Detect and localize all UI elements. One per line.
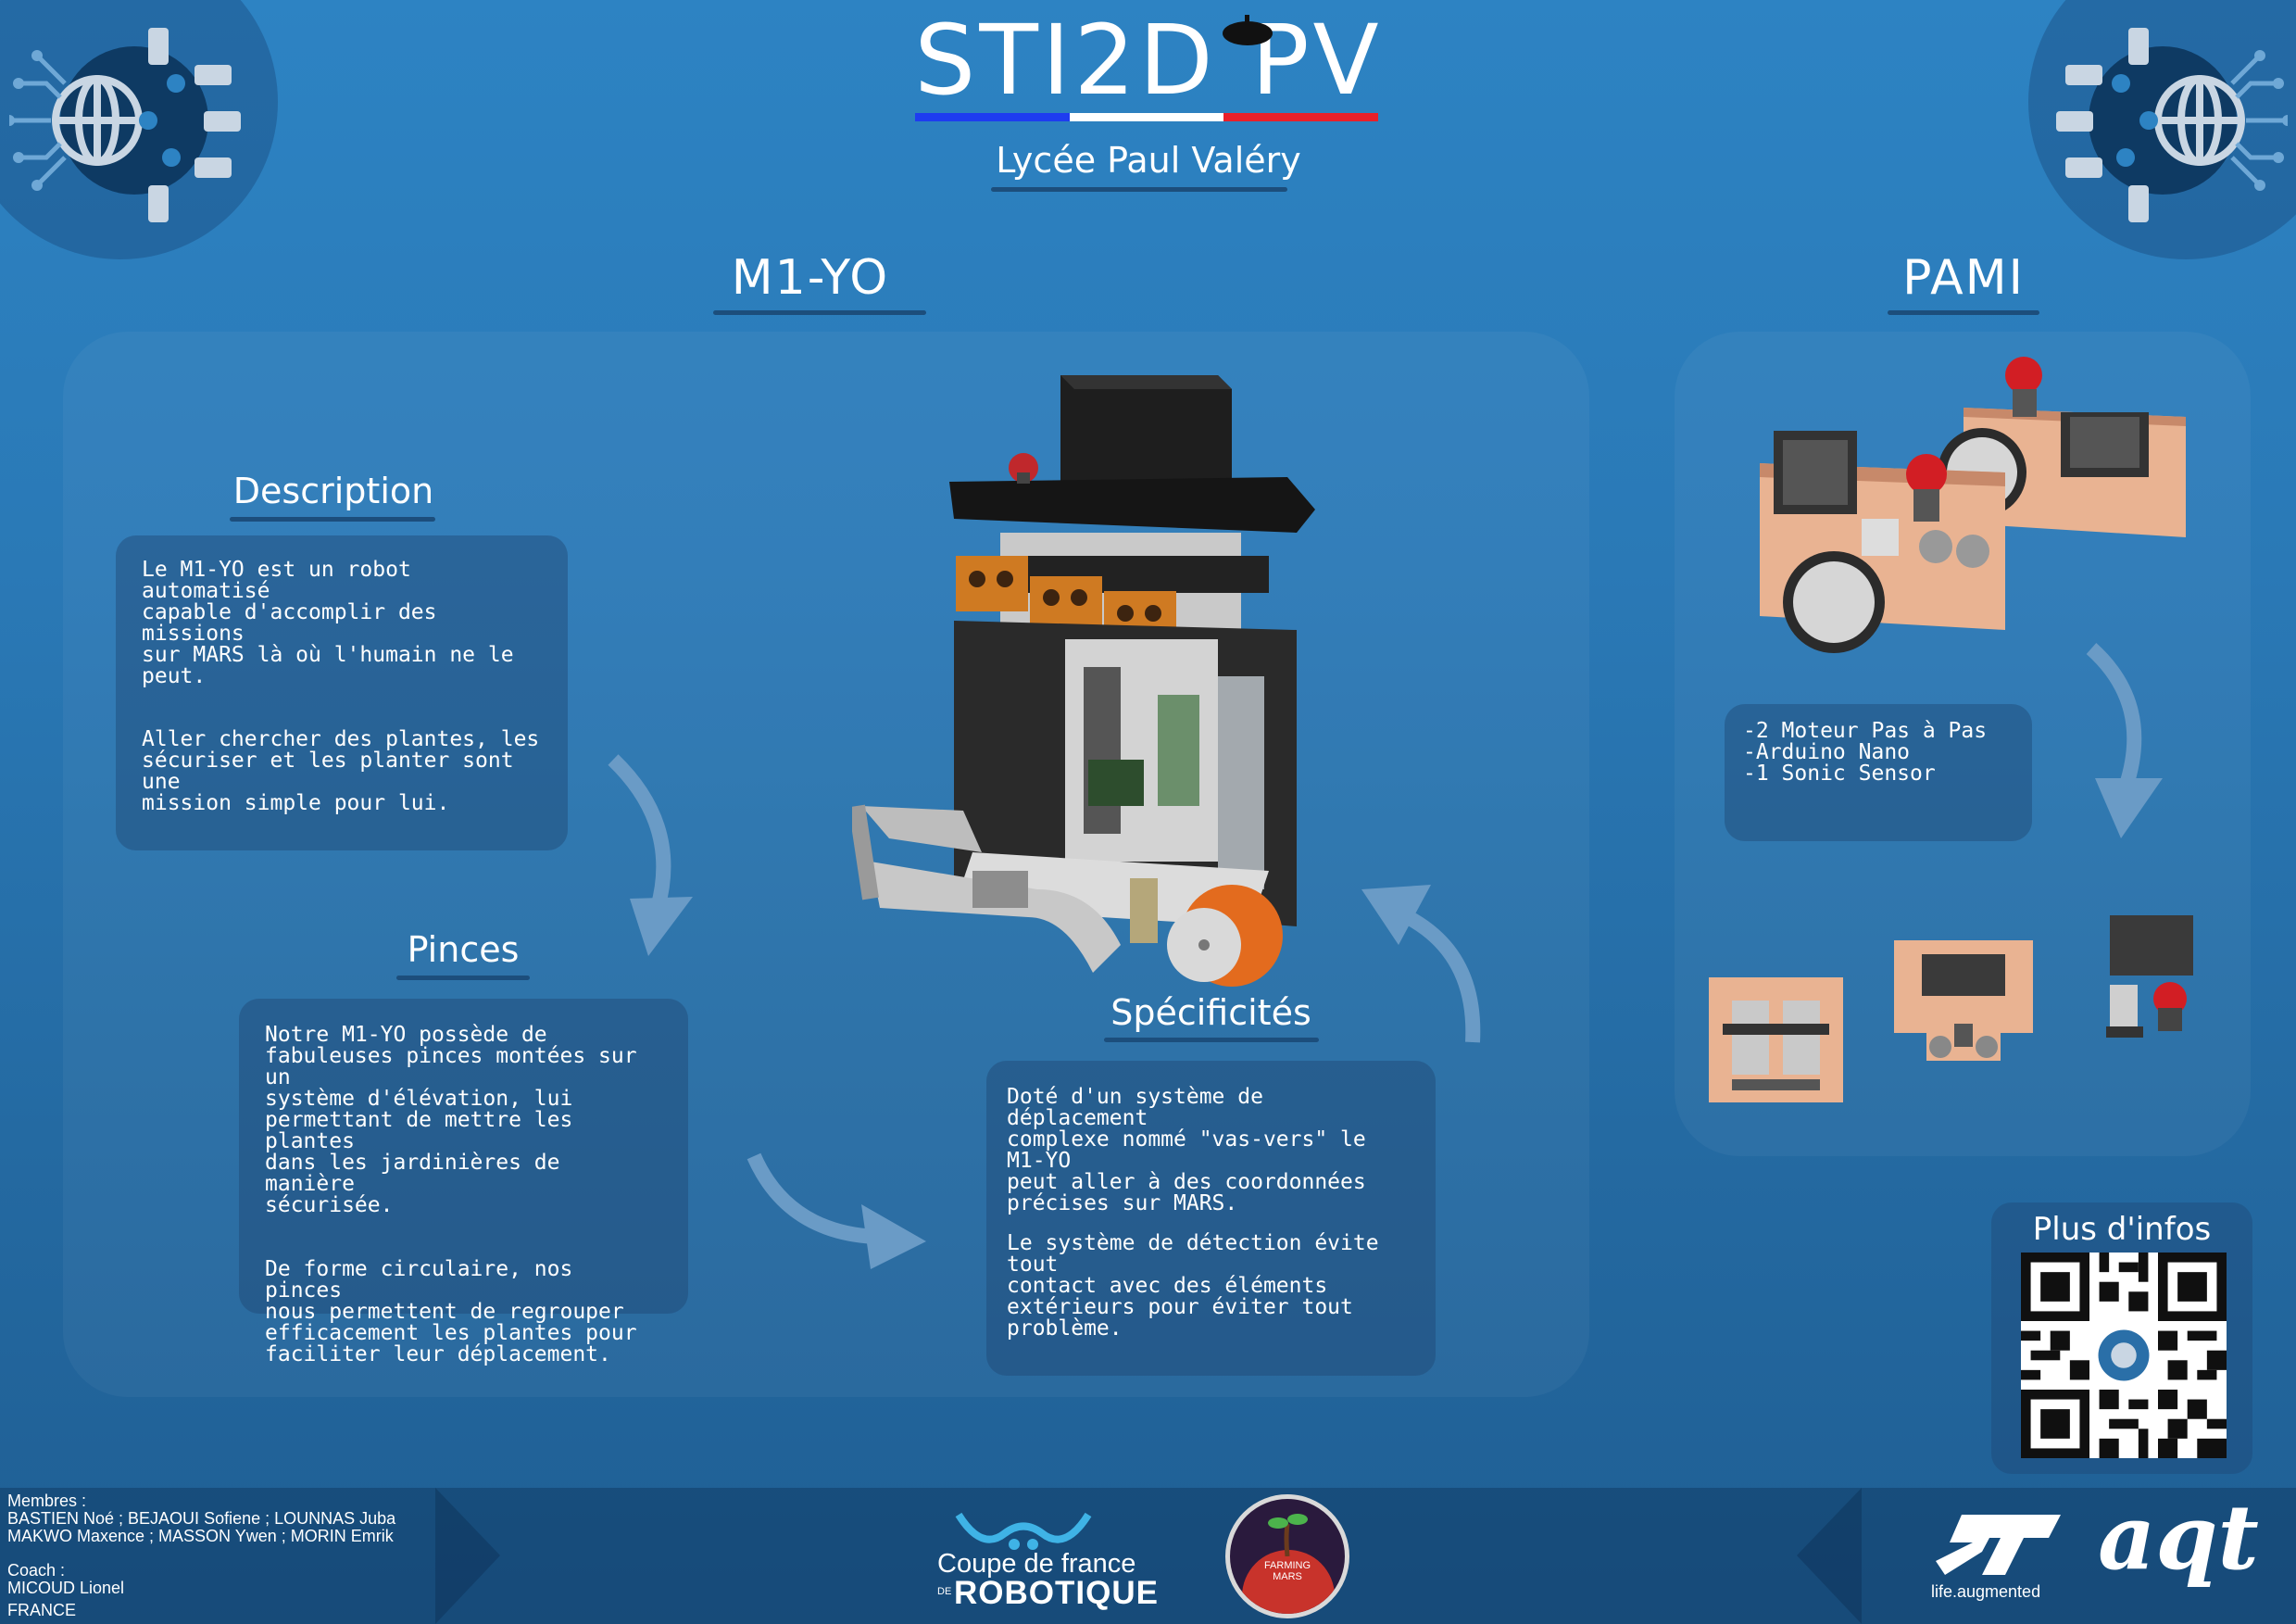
farming-mars-badge: FARMING MARS [1225,1494,1349,1618]
pami-part-plate [1894,940,2033,1061]
curved-arrow-icon [1361,885,1481,1043]
flag-white [1069,113,1224,121]
aqt-logo: aqt [2098,1485,2259,1590]
specificites-card: Doté d'un système de déplacement complex… [986,1061,1436,1376]
pinces-card: Notre M1-YO possède de fabuleuses pinces… [239,999,688,1366]
curved-arrow-icon [2086,643,2163,838]
specificites-underline [1104,1038,1319,1042]
footer-chevron-right [1797,1488,1862,1624]
curved-arrow-icon [747,1152,926,1269]
members-label: Membres : [7,1492,87,1510]
m1yo-heading-underline [713,310,926,315]
qr-code-icon[interactable] [2021,1253,2227,1458]
coach-name: MICOUD Lionel [7,1579,125,1597]
m1yo-robot-illustration [852,375,1315,987]
cdf-line-2: ROBOTIQUE [954,1575,1159,1611]
subtitle-underline [991,187,1287,192]
pami-heading: PAMI [1902,250,2025,306]
pinces-text-1: Notre M1-YO possède de fabuleuses pinces… [265,1023,637,1217]
description-text-1: Le M1-YO est un robot automatisé capable… [142,558,514,688]
cdf-line-1: Coupe de france [937,1549,1136,1579]
pami-specs-text: -2 Moteur Pas à Pas -Arduino Nano -1 Son… [1743,719,1988,786]
plant-icon [1268,1514,1308,1556]
pinces-text-2: De forme circulaire, nos pinces nous per… [265,1257,637,1366]
gear-globe-circuit-icon [9,28,241,222]
footer-chevron-left [435,1488,500,1624]
pinces-underline [396,976,530,980]
gear-globe-circuit-icon [2056,28,2288,222]
farming-mars-text: FARMING MARS [1263,1560,1311,1582]
country: FRANCE [7,1601,77,1619]
description-text-2: Aller chercher des plantes, les sécurise… [142,727,540,815]
pami-robots-illustration [1760,357,2186,653]
description-heading: Description [232,471,434,511]
description-underline [230,517,435,522]
coupe-de-france-wave-icon [955,1512,1092,1550]
description-card: Le M1-YO est un robot automatisé capable… [116,535,568,850]
flag-blue [915,113,1070,121]
flag-underline [915,113,1379,121]
footer-band [0,1488,2296,1624]
flag-red [1223,113,1379,121]
pami-part-sensor [2106,915,2193,1038]
pinces-heading: Pinces [407,929,520,970]
coach-label: Coach : [7,1561,66,1580]
specificites-heading: Spécificités [1110,992,1311,1033]
st-tagline: life.augmented [1931,1582,2041,1601]
pami-specs-card: -2 Moteur Pas à Pas -Arduino Nano -1 Son… [1725,704,2032,841]
cdf-de: DE [937,1586,952,1597]
members-line-1: BASTIEN Noé ; BEJAOUI Sofiene ; LOUNNAS … [7,1509,396,1528]
members-line-2: MAKWO Maxence ; MASSON Ywen ; MORIN Emri… [7,1527,394,1545]
st-logo-icon [1936,1515,2061,1575]
specificites-text-1: Doté d'un système de déplacement complex… [1007,1085,1366,1215]
m1yo-heading: M1-YO [731,250,890,306]
specificites-text-2: Le système de détection évite tout conta… [1007,1231,1379,1341]
pami-part-chassis [1709,977,1843,1102]
page-title: STI2D PV [914,4,1383,117]
page-subtitle: Lycée Paul Valéry [996,140,1301,181]
beret-icon [1223,15,1273,45]
plus-infos-heading: Plus d'infos [2032,1211,2212,1248]
pami-heading-underline [1888,310,2039,315]
curved-arrow-icon [608,754,693,956]
